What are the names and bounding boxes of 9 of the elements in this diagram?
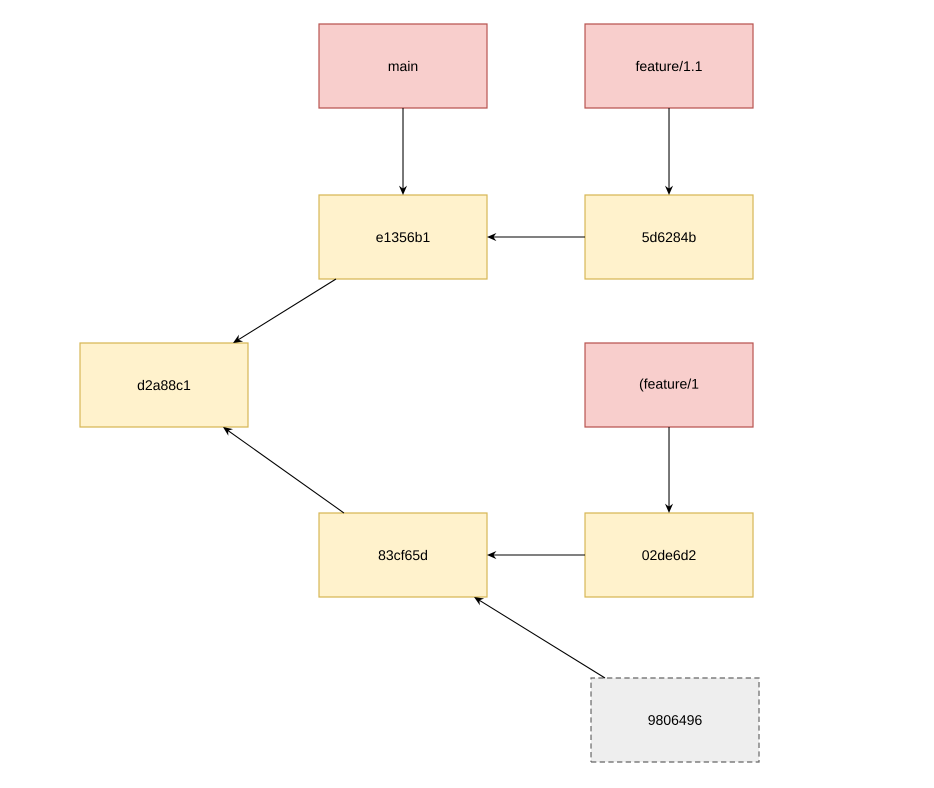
branch-box: main bbox=[318, 23, 488, 109]
commit-box: d2a88c1 bbox=[79, 342, 249, 428]
branch-box: (feature/1 bbox=[584, 342, 754, 428]
pending-commit-box: 9806496 bbox=[590, 677, 760, 763]
branch-box: feature/1.1 bbox=[584, 23, 754, 109]
commit-box: 02de6d2 bbox=[584, 512, 754, 598]
commit-box: 5d6284b bbox=[584, 194, 754, 280]
commit-box: e1356b1 bbox=[318, 194, 488, 280]
commit-box: 83cf65d bbox=[318, 512, 488, 598]
